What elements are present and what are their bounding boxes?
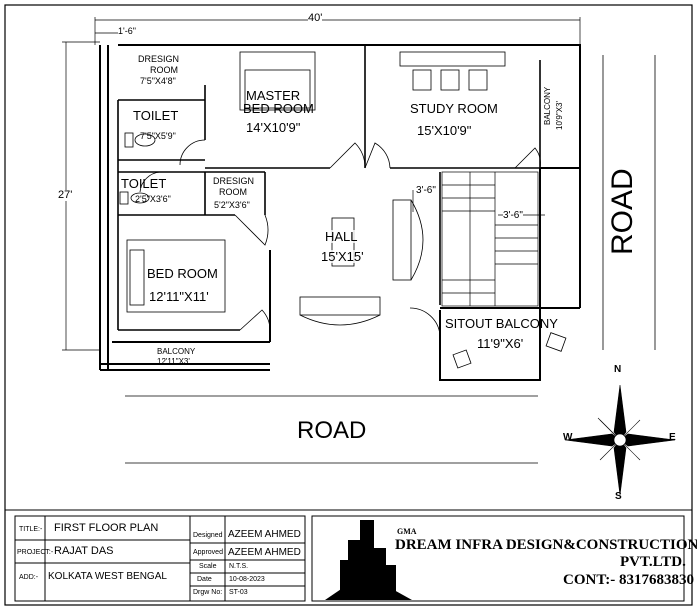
company-contact: CONT:- 8317683830 (563, 572, 694, 588)
dresign-room-mid-label2: ROOM (219, 187, 247, 197)
company-logo-mark: GMA (397, 527, 417, 536)
company-name: DREAM INFRA DESIGN&CONSTRUCTION (395, 537, 697, 553)
scale-label: Scale (199, 563, 217, 570)
toilet-top-icon (134, 133, 156, 147)
master-bed-room-label2: BED ROOM (243, 101, 314, 116)
toilet-mid-label: TOILET (121, 176, 167, 191)
drgw-label: Drgw No: (193, 589, 223, 596)
approved-label: Approved (193, 549, 223, 556)
chair-icon (452, 349, 472, 369)
bed-room-size: 12'11"X11' (149, 289, 209, 304)
dresign-room-mid-size: 5'2"X3'6" (214, 200, 250, 210)
toilet-mid-icon (130, 192, 150, 204)
project-value: RAJAT DAS (54, 545, 114, 557)
scale-value: N.T.S. (229, 563, 249, 570)
road-bottom-label: ROAD (297, 417, 367, 444)
staircase (441, 171, 539, 307)
toilet-top-size: 7'5"X5'9" (140, 131, 176, 141)
title-value: FIRST FLOOR PLAN (54, 522, 159, 534)
balcony-bottom-label: BALCONY (157, 347, 196, 356)
add-label: ADD:- (19, 574, 39, 581)
compass-west: W (563, 432, 573, 443)
compass-south: S (615, 491, 622, 502)
chair-icon-2 (545, 332, 567, 352)
sofa-icon (392, 199, 412, 281)
title-block-lines (14, 515, 685, 602)
road-right-label: ROAD (606, 168, 639, 255)
master-bed-room-label: MASTER (246, 88, 301, 103)
study-desk-icon (399, 51, 506, 67)
bed-icon (126, 239, 226, 313)
balcony-right-label: BALCONY (543, 86, 552, 125)
dim-height-total: 27' (58, 189, 73, 201)
master-bed-room-size: 14'X10'9" (246, 120, 301, 135)
hall-size: 15'X15' (321, 249, 364, 264)
interior-walls (117, 45, 541, 331)
designed-value: AZEEM AHMED (228, 529, 301, 540)
date-value: 10-08-2023 (229, 576, 265, 583)
dresign-room-top-size: 7'5"X4'8" (140, 76, 176, 86)
date-label: Date (197, 576, 212, 583)
study-room-label: STUDY ROOM (410, 101, 498, 116)
bed-room-label: BED ROOM (147, 266, 218, 281)
dresign-room-mid-label: DRESIGN (213, 176, 255, 186)
designed-label: Designed (193, 532, 223, 539)
add-value: KOLKATA WEST BENGAL (48, 571, 167, 582)
project-label: PROJECT:- (17, 549, 54, 556)
approved-value: AZEEM AHMED (228, 547, 301, 558)
dresign-room-top-label: DRESIGN (138, 54, 180, 64)
road-lines (125, 55, 656, 464)
dim-offset-left: 1'-6" (118, 26, 136, 36)
balcony-right-size: 10'9"X3' (555, 100, 564, 130)
sheet-border (4, 4, 693, 606)
title-label: TITLE:- (19, 526, 43, 533)
hall-label: HALL (325, 229, 358, 244)
dim-stair-right: 3'-6" (503, 210, 523, 221)
compass-east: E (669, 432, 676, 443)
sitout-balcony-size: 11'9"X6' (477, 336, 524, 351)
drgw-value: ST-03 (229, 589, 248, 596)
company-name-line2: PVT.LTD. (620, 554, 686, 570)
sofa-bottom-icon (299, 296, 381, 316)
compass-rose (564, 384, 676, 496)
dim-stair-top: 3'-6" (416, 185, 436, 196)
dim-width-total: 40' (308, 12, 323, 24)
furniture (119, 51, 567, 369)
toilet-top-label: TOILET (133, 108, 179, 123)
toilet-mid-size: 2'5"X3'6" (135, 194, 171, 204)
company-logo-buildings (325, 520, 412, 600)
sitout-balcony-label: SITOUT BALCONY (445, 316, 558, 331)
master-bed-icon (239, 51, 316, 111)
dresign-room-top-label2: ROOM (150, 65, 178, 75)
door-swings (139, 139, 541, 336)
balcony-bottom-size: 12'11"X3' (157, 357, 190, 366)
study-room-size: 15'X10'9" (417, 123, 472, 138)
compass-north: N (614, 364, 622, 375)
